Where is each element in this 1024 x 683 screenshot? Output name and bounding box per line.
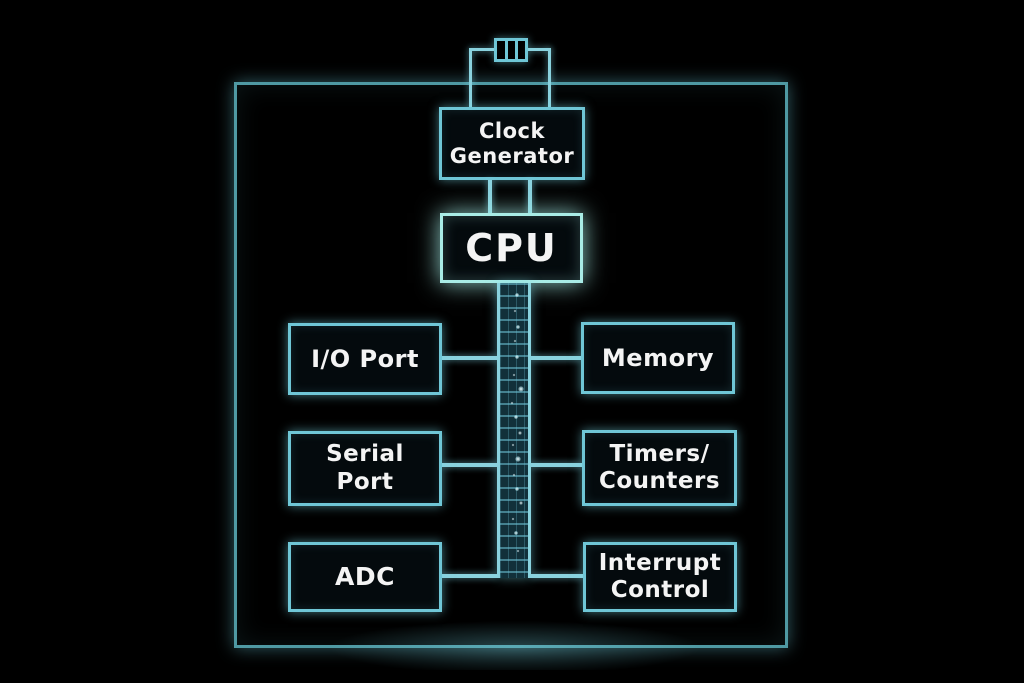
timers-counters-label: Timers/ Counters <box>598 440 721 494</box>
io-port-label: I/O Port <box>311 344 419 373</box>
serial-port-label: Serial Port <box>326 441 404 495</box>
chip-boundary <box>234 82 788 648</box>
wire-clock-to-cpu-2 <box>528 180 532 214</box>
memory-label: Memory <box>601 343 715 372</box>
crystal-divider <box>505 41 508 59</box>
memory-box: Memory <box>581 322 735 394</box>
adc-label: ADC <box>335 562 395 592</box>
wire-clock-to-cpu-1 <box>488 180 492 214</box>
wire-bus-to-memory <box>531 356 581 360</box>
wire-crystal-right <box>528 48 551 51</box>
cpu-label: CPU <box>465 225 558 270</box>
clock-generator-box: Clock Generator <box>439 107 585 180</box>
io-port-box: I/O Port <box>288 323 442 395</box>
crystal-oscillator-icon <box>494 38 528 62</box>
wire-bus-to-adc <box>442 574 497 578</box>
adc-box: ADC <box>288 542 442 612</box>
serial-port-box: Serial Port <box>288 431 442 506</box>
timers-counters-box: Timers/ Counters <box>582 430 737 506</box>
wire-crystal-left-drop <box>469 48 472 108</box>
wire-bus-to-io-port <box>442 356 497 360</box>
wire-crystal-left <box>471 48 494 51</box>
system-bus <box>497 283 531 578</box>
clock-generator-label: Clock Generator <box>449 118 575 168</box>
crystal-divider <box>515 41 518 59</box>
wire-bus-to-serial-port <box>442 463 497 467</box>
wire-bus-to-timers-counters <box>531 463 582 467</box>
wire-bus-to-interrupt-control <box>531 574 583 578</box>
cpu-box: CPU <box>440 213 583 283</box>
interrupt-control-label: Interrupt Control <box>598 549 722 603</box>
interrupt-control-box: Interrupt Control <box>583 542 737 612</box>
wire-crystal-right-drop <box>548 48 551 108</box>
